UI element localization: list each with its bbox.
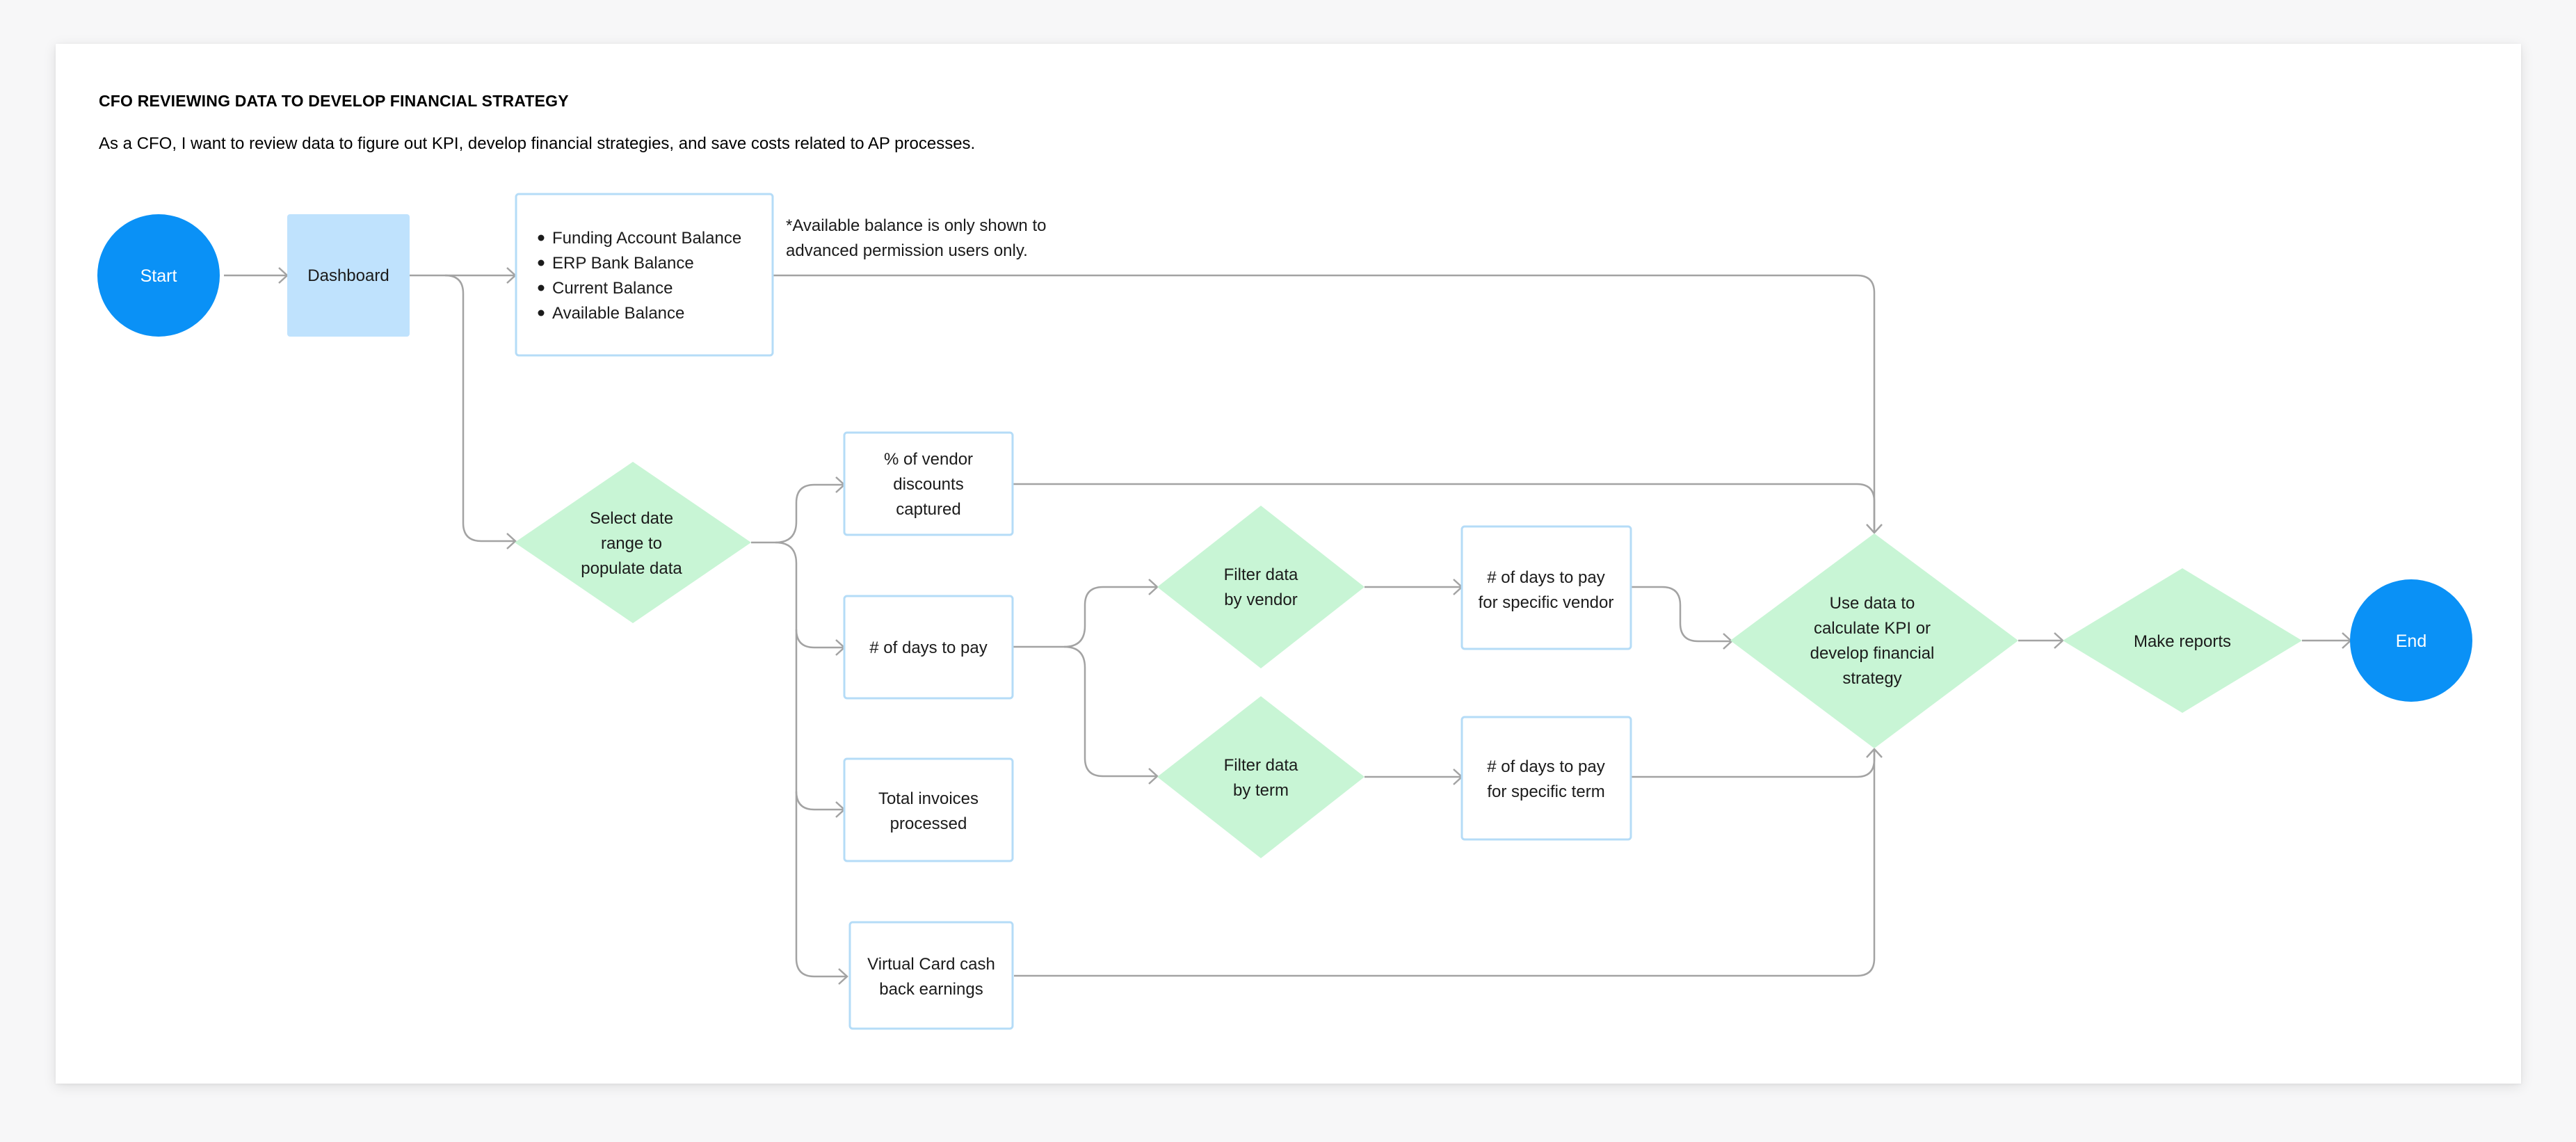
filter-vendor-line: by vendor <box>1224 590 1297 609</box>
make-reports-node[interactable]: Make reports <box>2063 568 2302 713</box>
edge-to-days-to-pay <box>795 629 844 649</box>
balance-note: *Available balance is only shown to adva… <box>786 216 1046 260</box>
balances-node[interactable]: Funding Account Balance ERP Bank Balance… <box>515 193 774 357</box>
edge-virtual-card-to-use-data <box>1014 749 1876 977</box>
filter-vendor-line: Filter data <box>1224 565 1298 584</box>
edge-to-total-invoices <box>795 791 844 811</box>
use-data-line: develop financial <box>1810 644 1935 663</box>
days-term-line: # of days to pay <box>1487 757 1604 776</box>
vendor-discounts-line: discounts <box>893 475 963 494</box>
balance-item: Current Balance <box>552 279 673 298</box>
use-data-node[interactable]: Use data to calculate KPI or develop fin… <box>1730 533 2018 748</box>
use-data-line: calculate KPI or <box>1814 619 1931 638</box>
days-term-line: for specific term <box>1487 782 1604 801</box>
vendor-discounts-line: captured <box>896 500 960 519</box>
arrowhead <box>506 533 517 549</box>
end-circle <box>2350 579 2472 702</box>
note-line: advanced permission users only. <box>786 241 1028 260</box>
edge-days-term-to-use-data <box>1632 749 1876 778</box>
select-date-node[interactable]: Select date range to populate data <box>515 462 751 623</box>
end-label: End <box>2396 632 2426 651</box>
start-label: Start <box>140 266 177 286</box>
total-invoices-line: Total invoices <box>878 789 979 808</box>
use-data-diamond <box>1730 533 2018 748</box>
edge-days-to-filters <box>1013 586 1157 648</box>
page-title: CFO REVIEWING DATA TO DEVELOP FINANCIAL … <box>99 92 569 110</box>
dashboard-node[interactable]: Dashboard <box>287 214 410 337</box>
make-reports-diamond <box>2063 568 2302 713</box>
make-reports-label: Make reports <box>2134 632 2231 651</box>
edge-discounts-use-data <box>1013 483 1876 533</box>
vendor-discounts-box <box>843 431 1014 536</box>
balance-item: ERP Bank Balance <box>552 254 694 273</box>
filter-vendor-node[interactable]: Filter data by vendor <box>1157 506 1365 668</box>
filter-term-line: Filter data <box>1224 756 1298 775</box>
page-subtitle: As a CFO, I want to review data to figur… <box>99 134 976 153</box>
bullet <box>538 234 545 241</box>
dashboard-box <box>287 214 410 337</box>
days-term-box <box>1460 716 1632 841</box>
select-date-line: Select date <box>590 509 673 528</box>
start-circle <box>97 214 220 337</box>
days-vendor-node[interactable]: # of days to pay for specific vendor <box>1460 525 1632 650</box>
days-to-pay-label: # of days to pay <box>869 638 987 657</box>
use-data-line: strategy <box>1842 669 1901 688</box>
end-node[interactable]: End <box>2350 579 2472 702</box>
balance-item: Funding Account Balance <box>552 229 741 248</box>
days-vendor-line: # of days to pay <box>1487 568 1604 587</box>
days-vendor-line: for specific vendor <box>1479 593 1614 612</box>
total-invoices-line: processed <box>890 814 967 833</box>
filter-vendor-diamond <box>1157 506 1365 668</box>
total-invoices-box <box>843 757 1014 862</box>
filter-term-line: by term <box>1233 781 1289 800</box>
total-invoices-node[interactable]: Total invoices processed <box>843 757 1014 862</box>
bullet <box>538 284 545 291</box>
use-data-line: Use data to <box>1830 594 1915 613</box>
arrowhead <box>1866 748 1883 758</box>
virtual-card-line: back earnings <box>879 980 983 999</box>
vendor-discounts-line: % of vendor <box>884 450 973 469</box>
virtual-card-line: Virtual Card cash <box>867 955 995 974</box>
edge-balances-use-data <box>773 274 1876 533</box>
edge-days-to-filter-term <box>1063 645 1157 778</box>
days-term-node[interactable]: # of days to pay for specific term <box>1460 716 1632 841</box>
filter-term-diamond <box>1157 696 1365 858</box>
arrowhead <box>838 968 848 985</box>
filter-term-node[interactable]: Filter data by term <box>1157 696 1365 858</box>
bullet <box>538 309 545 316</box>
edge-select-to-discounts <box>751 483 844 544</box>
select-date-line: populate data <box>581 559 682 578</box>
virtual-card-box <box>848 921 1014 1030</box>
bullet <box>538 259 545 266</box>
select-date-line: range to <box>601 534 662 553</box>
edge-days-vendor-to-use-data <box>1632 586 1732 643</box>
days-to-pay-node[interactable]: # of days to pay <box>843 595 1014 700</box>
edge-dashboard-select-date <box>444 274 515 542</box>
vendor-discounts-node[interactable]: % of vendor discounts captured <box>843 431 1014 536</box>
balance-item: Available Balance <box>552 304 684 323</box>
balances-box <box>515 193 774 357</box>
arrowhead <box>1148 768 1159 785</box>
note-line: *Available balance is only shown to <box>786 216 1046 235</box>
start-node[interactable]: Start <box>97 214 220 337</box>
select-date-diamond <box>515 462 751 623</box>
virtual-card-node[interactable]: Virtual Card cash back earnings <box>848 921 1014 1030</box>
days-to-pay-box <box>843 595 1014 700</box>
dashboard-label: Dashboard <box>307 266 389 285</box>
days-vendor-box <box>1460 525 1632 650</box>
edge-select-to-branches <box>775 541 847 978</box>
